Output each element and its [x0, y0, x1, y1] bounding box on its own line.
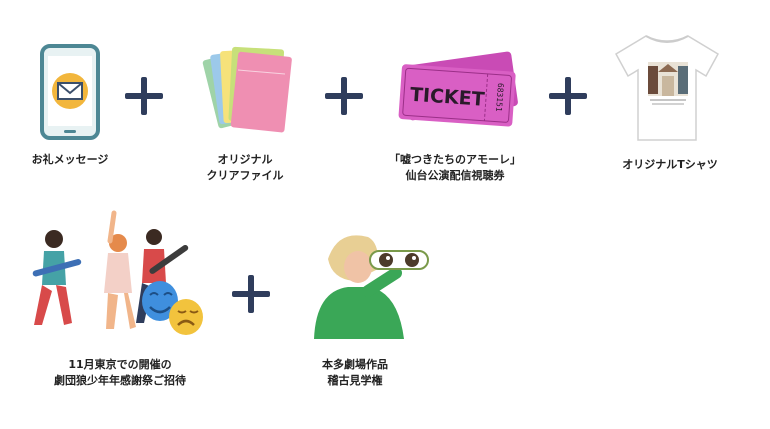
clear-files-icon — [202, 46, 292, 133]
plus-icon-4 — [232, 275, 270, 313]
performers-icon — [32, 210, 203, 335]
ticket-item: TICKET 683151 「嘘つきたちのアモーレ」 仙台公演配信視聴券 — [380, 0, 530, 190]
ticket-word: TICKET — [409, 84, 485, 111]
caption-ticket-line1: 「嘘つきたちのアモーレ」 — [389, 153, 521, 166]
binoculars-person-icon — [314, 235, 429, 339]
rehearsal-item: 本多劇場作品 稽古見学権 — [280, 205, 450, 395]
caption-message-line1: お礼メッセージ — [31, 153, 109, 166]
phone-envelope-icon — [40, 44, 100, 140]
plus-icon-1 — [125, 77, 163, 115]
caption-clearfile-line1: オリジナル — [217, 153, 273, 166]
caption-tshirt-line1: オリジナルTシャツ — [622, 158, 718, 171]
thanks-festival-item: 11月東京での開催の 劇団狼少年年感謝祭ご招待 — [20, 205, 220, 395]
plus-icon-3 — [549, 77, 587, 115]
caption-rehearsal-line2: 稽古見学権 — [327, 374, 383, 387]
tshirt-item: オリジナルTシャツ — [600, 0, 770, 190]
caption-festival-line1: 11月東京での開催の — [68, 358, 172, 371]
ticket-icon: TICKET 683151 — [398, 51, 518, 127]
clear-file-item: オリジナル クリアファイル — [180, 0, 310, 190]
caption-clearfile-line2: クリアファイル — [206, 169, 284, 182]
tshirt-icon — [614, 35, 720, 141]
message-item: お礼メッセージ — [0, 0, 170, 180]
caption-festival-line2: 劇団狼少年年感謝祭ご招待 — [54, 374, 186, 387]
ticket-serial: 683151 — [494, 83, 505, 113]
caption-rehearsal-line1: 本多劇場作品 — [322, 358, 388, 371]
caption-ticket-line2: 仙台公演配信視聴券 — [405, 169, 505, 182]
plus-icon-2 — [325, 77, 363, 115]
